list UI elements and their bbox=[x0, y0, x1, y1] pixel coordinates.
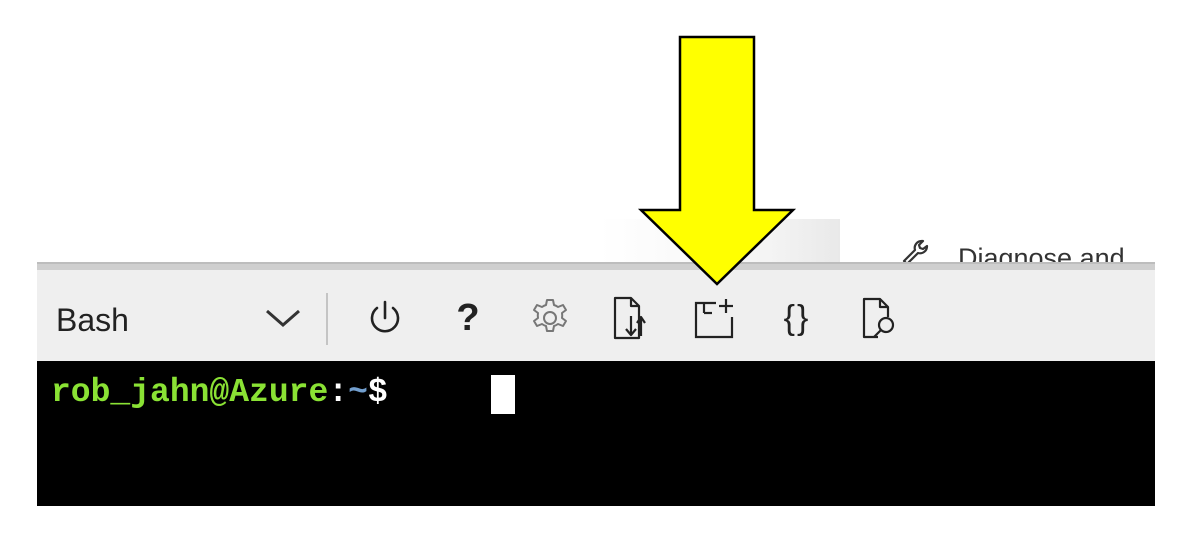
editor-button[interactable]: {} bbox=[769, 292, 825, 344]
new-session-icon bbox=[694, 299, 734, 339]
terminal-prompt: rob_jahn@Azure:~$ bbox=[51, 371, 407, 415]
gear-icon bbox=[533, 299, 567, 332]
diagnose-label: Diagnose and bbox=[958, 243, 1125, 263]
chevron-down-icon bbox=[266, 309, 300, 327]
shell-toolbar: Bash ? bbox=[37, 270, 1155, 361]
prompt-path: ~ bbox=[348, 374, 368, 411]
prompt-colon: : bbox=[328, 374, 349, 411]
file-search-icon bbox=[862, 297, 895, 339]
upload-download-button[interactable] bbox=[603, 292, 659, 344]
toolbar-divider bbox=[326, 293, 328, 345]
cloud-shell-panel: Bash ? bbox=[37, 262, 1155, 506]
prompt-user-host: rob_jahn@Azure bbox=[51, 374, 329, 411]
wrench-icon bbox=[902, 239, 929, 263]
portal-menu-item[interactable]: Diagnose and bbox=[840, 219, 1160, 263]
web-preview-button[interactable] bbox=[852, 292, 908, 344]
braces-icon: {} bbox=[783, 299, 811, 337]
shell-resize-border[interactable] bbox=[37, 262, 1155, 270]
terminal-cursor bbox=[491, 375, 515, 414]
portal-background bbox=[600, 219, 840, 263]
prompt-dollar: $ bbox=[367, 374, 408, 411]
shell-type-select[interactable]: Bash bbox=[37, 270, 325, 361]
file-upload-download-icon bbox=[613, 296, 646, 340]
terminal-area[interactable]: rob_jahn@Azure:~$ bbox=[37, 361, 1155, 506]
shell-type-label: Bash bbox=[56, 302, 129, 338]
help-button[interactable]: ? bbox=[440, 292, 496, 344]
power-icon bbox=[370, 300, 400, 333]
open-new-session-button[interactable] bbox=[686, 292, 742, 344]
settings-button[interactable] bbox=[522, 292, 578, 344]
question-icon: ? bbox=[456, 297, 480, 339]
power-button[interactable] bbox=[357, 292, 413, 344]
